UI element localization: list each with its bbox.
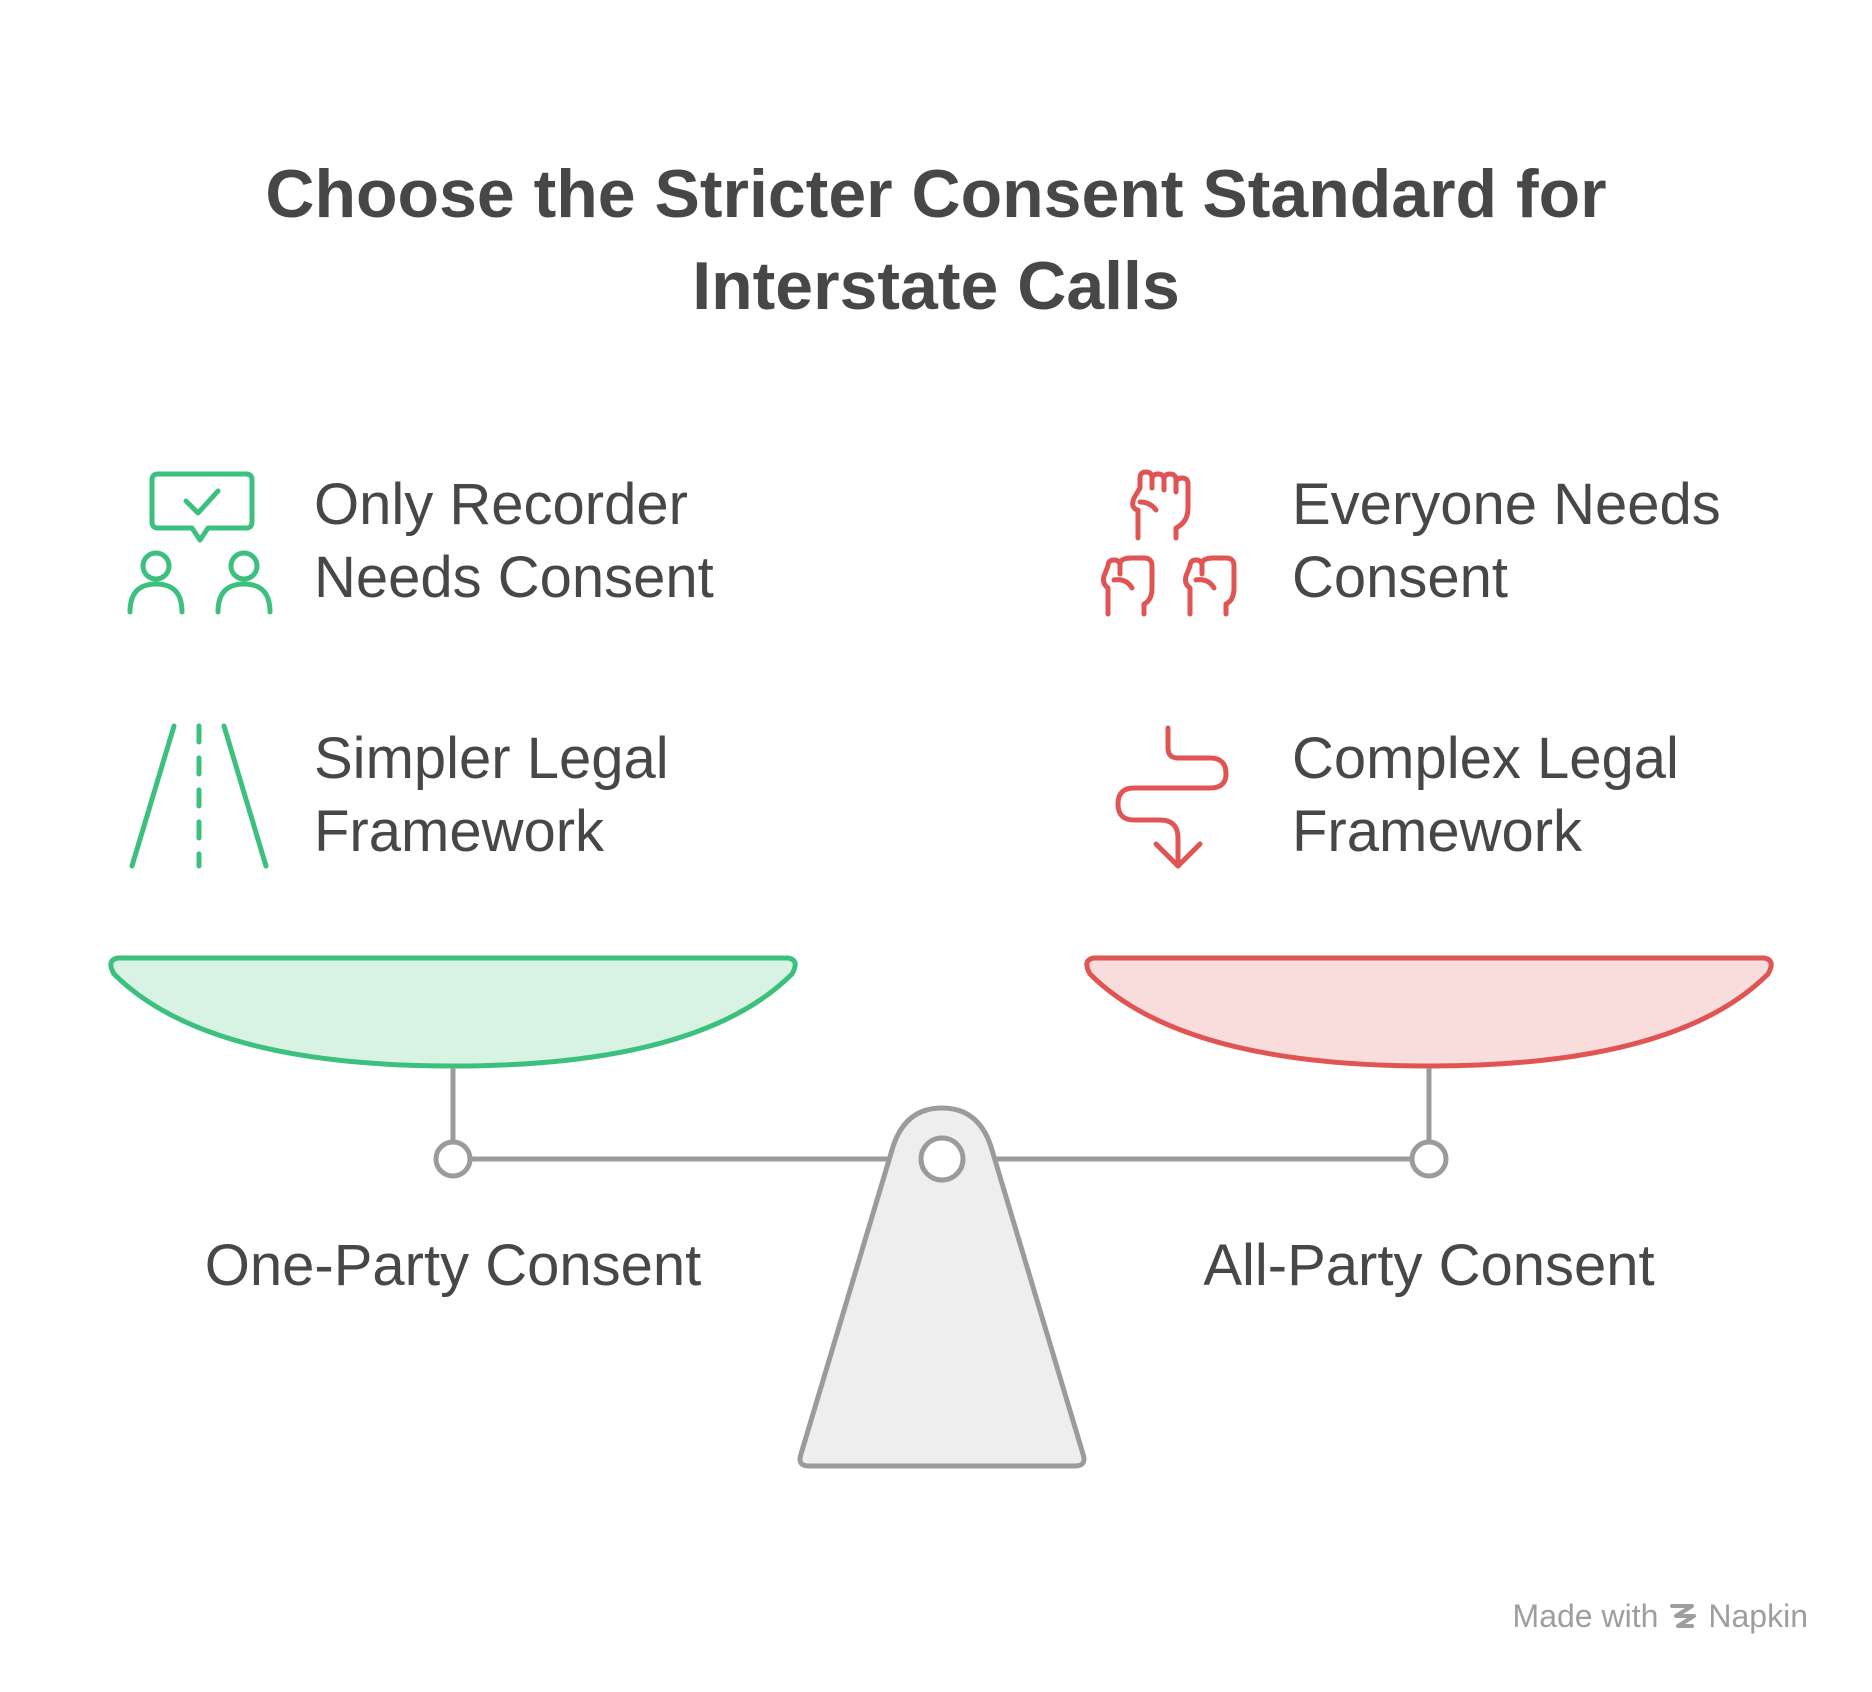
right-side-label: All-Party Consent: [1203, 1233, 1655, 1298]
fulcrum: [797, 1105, 1087, 1469]
made-with-napkin-credit: Made with Napkin: [1513, 1596, 1808, 1636]
left-item-2-text: Simpler Legal Framework: [314, 726, 669, 864]
winding-arrow-icon: [1115, 725, 1229, 869]
title-line-2: Interstate Calls: [692, 248, 1180, 324]
raised-hands-icon: [1101, 469, 1237, 617]
left-item-1-text: Only Recorder Needs Consent: [314, 472, 714, 610]
page-title: Choose the Stricter Consent Standard for…: [0, 148, 1872, 332]
right-pan: [1084, 955, 1774, 1069]
right-item-1-text: Everyone Needs Consent: [1292, 472, 1721, 610]
pivot: [918, 1135, 966, 1183]
made-with-text: Made with: [1512, 1598, 1659, 1634]
people-checkmark-chat-icon: [127, 471, 273, 615]
left-joint: [433, 1139, 473, 1179]
left-side-label: One-Party Consent: [204, 1233, 702, 1298]
napkin-logo-icon: [1670, 1604, 1697, 1628]
straight-road-icon: [129, 723, 269, 869]
right-item-2-text: Complex Legal Framework: [1292, 726, 1679, 864]
right-joint: [1409, 1139, 1449, 1179]
left-pan: [108, 955, 798, 1069]
napkin-brand-text: Napkin: [1708, 1598, 1808, 1634]
title-line-1: Choose the Stricter Consent Standard for: [265, 156, 1607, 232]
